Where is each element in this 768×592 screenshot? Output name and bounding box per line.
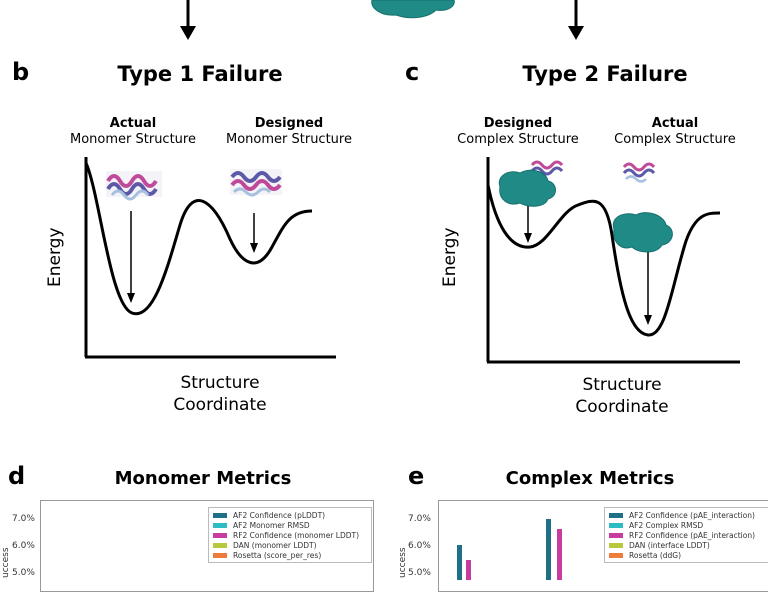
- panel-b-left-label-bold: Actual: [109, 116, 157, 131]
- panel-d-legend-item: DAN (monomer LDDT): [213, 540, 367, 550]
- panel-e-legend-label: RF2 Confidence (pAE_interaction): [629, 530, 756, 540]
- panel-e-legend-item: AF2 Confidence (pAE_interaction): [609, 510, 765, 520]
- panel-b-right-arrowhead: [250, 243, 258, 253]
- top-protein-blob: [371, 0, 455, 19]
- legend-swatch: [213, 532, 227, 538]
- panel-c-left-label: Designed Complex Structure: [443, 116, 593, 148]
- panel-b-left-helix-icon: [106, 171, 162, 201]
- panel-c-right-blob-icon: [612, 212, 673, 253]
- panel-c-energy-diagram: [486, 157, 740, 364]
- panel-b-xlabel-line2: Coordinate: [173, 395, 267, 415]
- panel-e-legend-item: RF2 Confidence (pAE_interaction): [609, 530, 765, 540]
- panel-e-bar: [457, 545, 462, 580]
- panel-e-ytick-1: 6.0%: [408, 541, 431, 551]
- panel-e-legend-label: Rosetta (ddG): [629, 550, 682, 560]
- panel-e-bar: [557, 529, 562, 580]
- panel-c-right-arrowhead: [644, 315, 652, 325]
- panel-d-ytick-1: 6.0%: [12, 541, 35, 551]
- panel-c-left-arrowhead: [524, 233, 532, 243]
- legend-swatch: [213, 542, 227, 548]
- legend-swatch: [213, 552, 227, 558]
- panel-c-left-complex-icon: [498, 160, 564, 207]
- panel-e-ylabel: uccess: [398, 547, 408, 578]
- panel-b-left-arrowhead: [127, 293, 135, 303]
- panel-e-bar: [546, 519, 551, 580]
- panel-c-left-label-sub: Complex Structure: [457, 132, 579, 147]
- panel-b-ylabel: Energy: [45, 227, 65, 287]
- panel-d-legend-item: Rosetta (score_per_res): [213, 550, 367, 560]
- panel-d-title: Monomer Metrics: [114, 468, 292, 489]
- panel-e-legend-item: AF2 Complex RMSD: [609, 520, 765, 530]
- panel-e-bar: [466, 560, 471, 580]
- panel-e-legend-item: Rosetta (ddG): [609, 550, 765, 560]
- panel-d-ylabel: uccess: [1, 547, 11, 578]
- panel-e-bars: [457, 519, 562, 580]
- panel-d-legend-label: RF2 Confidence (monomer LDDT): [233, 530, 360, 540]
- panel-b-left-label: Actual Monomer Structure: [58, 116, 208, 148]
- panel-c-right-label-bold: Actual: [651, 116, 699, 131]
- panel-e-legend-label: AF2 Confidence (pAE_interaction): [629, 510, 755, 520]
- left-arrowhead: [180, 26, 196, 40]
- panel-b-energy-diagram: [84, 157, 336, 359]
- legend-swatch: [609, 552, 623, 558]
- panel-d-legend-label: AF2 Monomer RMSD: [233, 520, 310, 530]
- panel-d-legend-item: AF2 Confidence (pLDDT): [213, 510, 367, 520]
- panel-d-legend-label: DAN (monomer LDDT): [233, 540, 317, 550]
- panel-d-letter: d: [8, 462, 26, 490]
- panel-c-title: Type 2 Failure: [522, 62, 688, 86]
- panel-b-left-label-sub: Monomer Structure: [70, 132, 196, 147]
- panel-e-legend-label: DAN (interface LDDT): [629, 540, 710, 550]
- panel-d-legend: AF2 Confidence (pLDDT) AF2 Monomer RMSD …: [208, 507, 372, 563]
- panel-b-right-helix-icon: [230, 169, 282, 197]
- panel-c-ylabel: Energy: [440, 227, 460, 287]
- panel-d-legend-label: AF2 Confidence (pLDDT): [233, 510, 326, 520]
- panel-e-ytick-0: 7.0%: [408, 514, 431, 524]
- panel-d-ytick-0: 7.0%: [12, 514, 35, 524]
- legend-swatch: [213, 512, 227, 518]
- panel-b-letter: b: [12, 58, 30, 86]
- panel-c-xlabel-line1: Structure: [582, 375, 662, 395]
- panel-c-energy-curve: [486, 184, 721, 337]
- panel-d-legend-label: Rosetta (score_per_res): [233, 550, 322, 560]
- panel-d-ytick-2: 5.0%: [12, 568, 35, 578]
- panel-e-legend-item: DAN (interface LDDT): [609, 540, 765, 550]
- panel-d-legend-item: RF2 Confidence (monomer LDDT): [213, 530, 367, 540]
- panel-e-legend-label: AF2 Complex RMSD: [629, 520, 704, 530]
- legend-swatch: [609, 522, 623, 528]
- panel-c-right-helix-icon: [622, 162, 656, 183]
- panel-b-xlabel-line1: Structure: [180, 373, 260, 393]
- panel-e-title: Complex Metrics: [505, 468, 675, 489]
- panel-e-legend: AF2 Confidence (pAE_interaction) AF2 Com…: [604, 507, 768, 563]
- panel-c-xlabel-line2: Coordinate: [575, 397, 669, 417]
- panel-c-right-label-sub: Complex Structure: [614, 132, 736, 147]
- panel-c-xlabel: Structure Coordinate: [532, 374, 712, 418]
- legend-swatch: [609, 542, 623, 548]
- legend-swatch: [609, 532, 623, 538]
- panel-b-right-label-sub: Monomer Structure: [226, 132, 352, 147]
- panel-c-letter: c: [405, 58, 420, 86]
- right-arrowhead: [568, 26, 584, 40]
- panel-e-ytick-2: 5.0%: [408, 568, 431, 578]
- panel-e-letter: e: [408, 462, 425, 490]
- panel-d-legend-item: AF2 Monomer RMSD: [213, 520, 367, 530]
- top-connector-graphic: [180, 0, 584, 40]
- panel-b-right-label-bold: Designed: [254, 116, 324, 131]
- panel-b-right-label: Designed Monomer Structure: [214, 116, 364, 148]
- panel-b-title: Type 1 Failure: [117, 62, 283, 86]
- panel-c-left-label-bold: Designed: [483, 116, 553, 131]
- legend-swatch: [213, 522, 227, 528]
- panel-b-xlabel: Structure Coordinate: [130, 372, 310, 416]
- panel-c-right-label: Actual Complex Structure: [600, 116, 750, 148]
- panel-b-energy-curve: [84, 162, 313, 316]
- legend-swatch: [609, 512, 623, 518]
